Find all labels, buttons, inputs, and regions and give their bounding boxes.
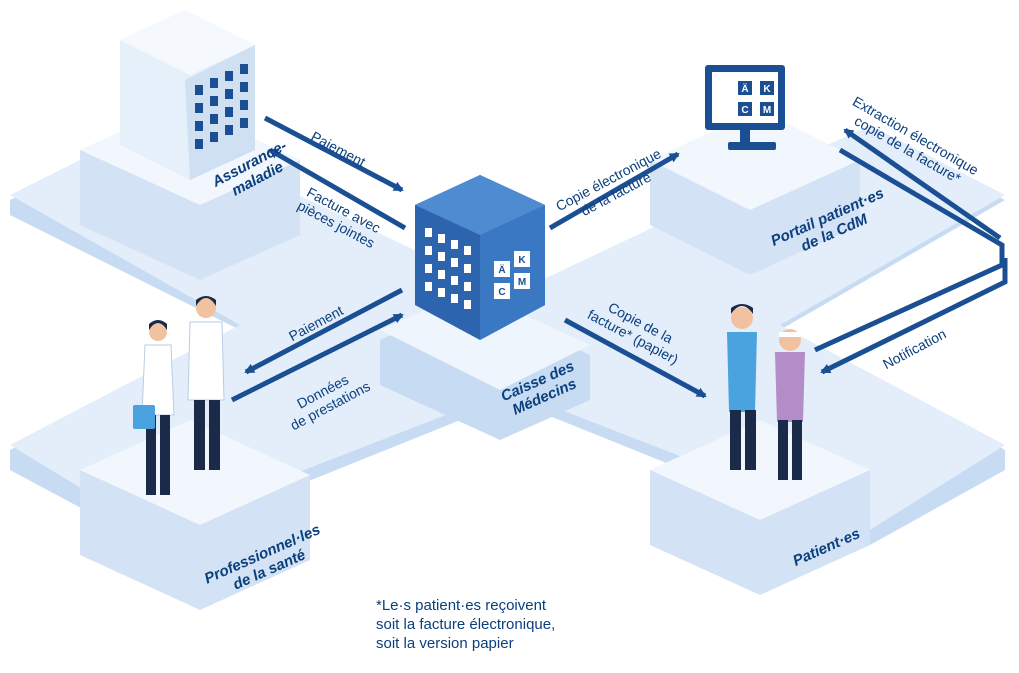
arrow-extraction: [843, 127, 1002, 241]
monitor-logo-letter: C: [741, 105, 748, 116]
patients-platform: [650, 420, 870, 595]
arrow-insurance-payment: [263, 115, 404, 193]
footnote-line: soit la version papier: [376, 635, 514, 652]
computer-monitor-icon: Ä K C M: [705, 65, 785, 150]
arrow-notification: [820, 258, 1008, 375]
cdm-building-icon: Ä K C M: [415, 175, 545, 340]
footnote-line: soit la facture électronique,: [376, 616, 556, 633]
cdm-logo-letter: K: [518, 255, 526, 266]
professionals-platform: [80, 420, 310, 610]
arrow-extraction-return: [813, 147, 1005, 353]
cdm-logo: Ä K C M: [494, 251, 530, 299]
center-platform: [380, 290, 590, 440]
cdm-logo-letter: Ä: [498, 263, 505, 276]
arrow-electronic-copy: [548, 151, 680, 231]
patient-icon: [727, 304, 805, 480]
cdm-logo-letter: C: [498, 287, 505, 298]
hospital-building-icon: [120, 10, 255, 180]
arrow-paper-copy: [563, 317, 707, 399]
footnote-line: *Le·s patient·es reçoivent: [376, 597, 547, 614]
monitor-logo-letter: K: [763, 84, 771, 95]
flow-arrows: [230, 115, 1008, 403]
arrow-invoice-attachments: [268, 147, 407, 231]
arrow-pro-payment: [244, 287, 404, 375]
footnote: *Le·s patient·es reçoivent soit la factu…: [376, 596, 555, 653]
doctor-icon: [133, 296, 225, 495]
arrow-service-data: [230, 312, 404, 403]
monitor-logo-letter: Ä: [741, 82, 748, 95]
portal-platform: [650, 110, 860, 275]
monitor-logo-letter: M: [763, 105, 771, 116]
cdm-logo-letter: M: [518, 277, 526, 288]
